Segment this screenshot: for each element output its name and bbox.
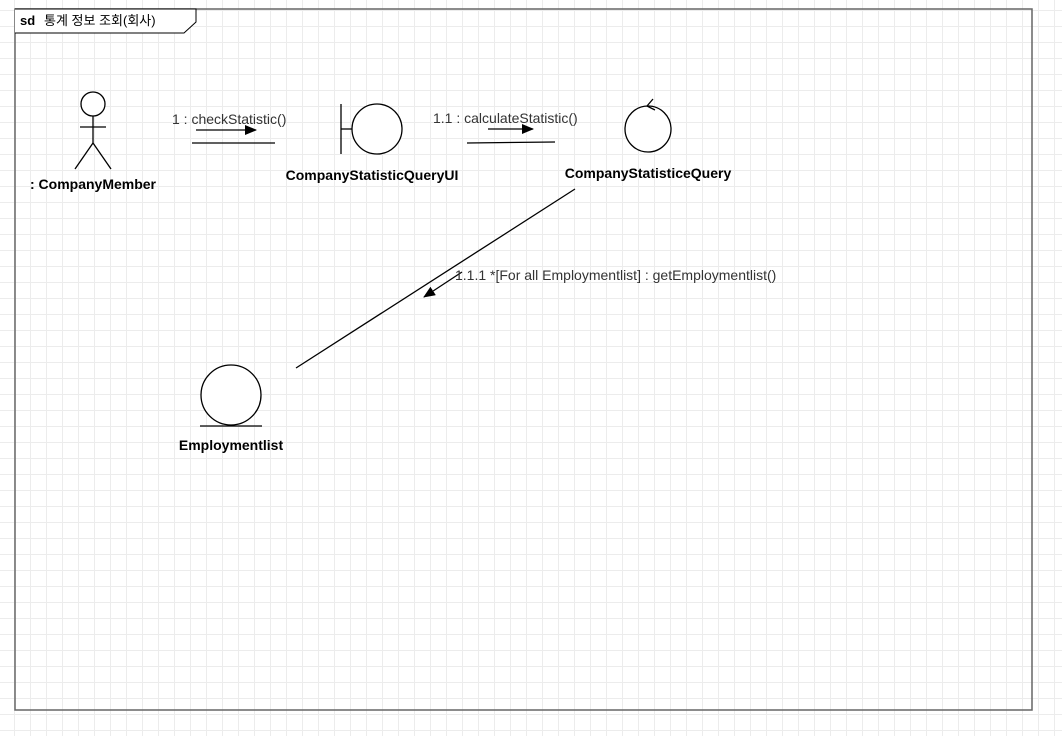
message-1-label: 1 : checkStatistic() [172, 111, 286, 127]
sd-frame[interactable] [14, 8, 1033, 711]
sd-frame-title-tab [15, 8, 197, 34]
entity-label: Employmentlist [179, 437, 284, 453]
actor-stick-figure-icon [74, 91, 112, 170]
message-1-1-1-link [295, 188, 576, 369]
message-1[interactable]: 1 : checkStatistic() [172, 111, 286, 144]
boundary-company-statistic-query-ui[interactable]: CompanyStatisticQueryUI [286, 103, 459, 183]
message-1-1-label: 1.1 : calculateStatistic() [433, 110, 578, 126]
frame-keyword: sd [20, 13, 35, 28]
control-label: CompanyStatisticeQuery [565, 165, 732, 181]
frame-title: 통계 정보 조회(회사) [44, 13, 156, 28]
message-1-1-1-arrow-icon [423, 271, 463, 298]
message-1-1-1[interactable]: 1.1.1 *[For all Employmentlist] : getEmp… [295, 188, 776, 369]
message-1-1-link [466, 141, 556, 144]
entity-employmentlist[interactable]: Employmentlist [179, 364, 284, 453]
entity-icon [200, 364, 262, 427]
actor-label: : CompanyMember [30, 176, 157, 192]
message-1-1-1-label: 1.1.1 *[For all Employmentlist] : getEmp… [455, 267, 776, 283]
boundary-label: CompanyStatisticQueryUI [286, 167, 459, 183]
control-icon [624, 98, 672, 153]
boundary-icon [340, 103, 403, 155]
control-company-statistice-query[interactable]: CompanyStatisticeQuery [565, 98, 732, 181]
message-1-1[interactable]: 1.1 : calculateStatistic() [433, 110, 578, 144]
actor-company-member[interactable]: : CompanyMember [30, 91, 157, 192]
